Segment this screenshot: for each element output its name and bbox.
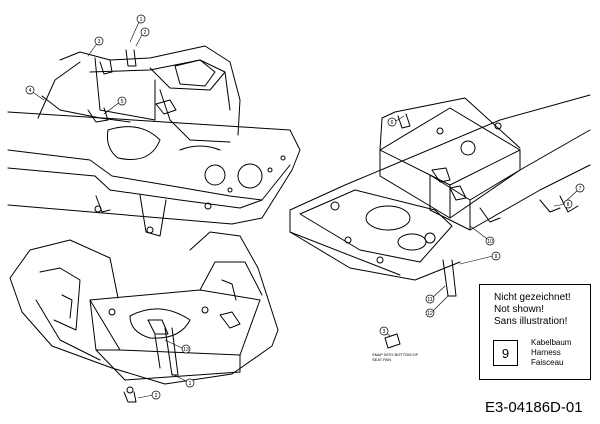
callout-number: 3 (383, 329, 386, 335)
snap-instruction-note: SNAP INTO BOTTOM OF SEAT PAN (372, 352, 418, 362)
not-shown-notice: Nicht gezeichnet! Not shown! Sans illust… (479, 284, 591, 380)
callout-number: 11 (427, 297, 432, 303)
harness-label-de: Kabelbaum (531, 338, 572, 347)
fender-assembly-bottom-left (9, 231, 279, 403)
callout-number: 4 (29, 88, 32, 94)
callout-number: 2 (144, 30, 147, 36)
callout-number: 1 (140, 17, 143, 23)
callout-circle (575, 183, 585, 193)
callout-markers (25, 14, 585, 400)
callout-circle (425, 294, 435, 304)
callout-circle (140, 27, 150, 37)
callout-circle (425, 308, 435, 318)
callout-number: 7 (579, 186, 582, 192)
notice-line-de: Nicht gezeichnet! (494, 292, 571, 303)
snap-note-line-1: SNAP INTO BOTTOM OF (372, 352, 419, 357)
callout-number: 1 (189, 381, 192, 387)
callout-number: 3 (98, 39, 101, 45)
drawing-part-code: E3-04186D-01 (485, 399, 583, 416)
frame-assembly-right (289, 94, 591, 349)
callout-circle (387, 117, 397, 127)
callout-circle (181, 344, 191, 354)
notice-line-en: Not shown! (494, 304, 545, 315)
callout-number: 6 (391, 120, 394, 126)
callout-circle (563, 199, 573, 209)
callout-number: 8 (567, 202, 570, 208)
snap-note-line-2: SEAT PAN (372, 357, 392, 362)
harness-label-en: Harness (531, 348, 561, 357)
callout-number: 2 (155, 393, 158, 399)
callout-circle (491, 251, 501, 261)
callout-number: 9 (495, 254, 498, 260)
harness-number-badge: 9 (493, 340, 518, 366)
callout-circle (485, 236, 495, 246)
callout-circle (25, 85, 35, 95)
callout-number: 10 (487, 239, 493, 245)
notice-line-fr: Sans illustration! (494, 316, 568, 327)
callout-circle (185, 378, 195, 388)
callout-circle (379, 326, 389, 336)
callout-number: 13 (183, 347, 189, 353)
callout-number: 5 (121, 99, 124, 105)
frame-assembly-top-left (7, 45, 301, 237)
harness-labels: Kabelbaum Harness Faisceau (531, 338, 571, 368)
callout-circle (136, 14, 146, 24)
callout-circle (117, 96, 127, 106)
callout-circle (94, 36, 104, 46)
callout-number: 12 (427, 311, 433, 317)
callout-circle (151, 390, 161, 400)
notice-text: Nicht gezeichnet! Not shown! Sans illust… (494, 292, 571, 328)
harness-label-fr: Faisceau (531, 358, 564, 367)
